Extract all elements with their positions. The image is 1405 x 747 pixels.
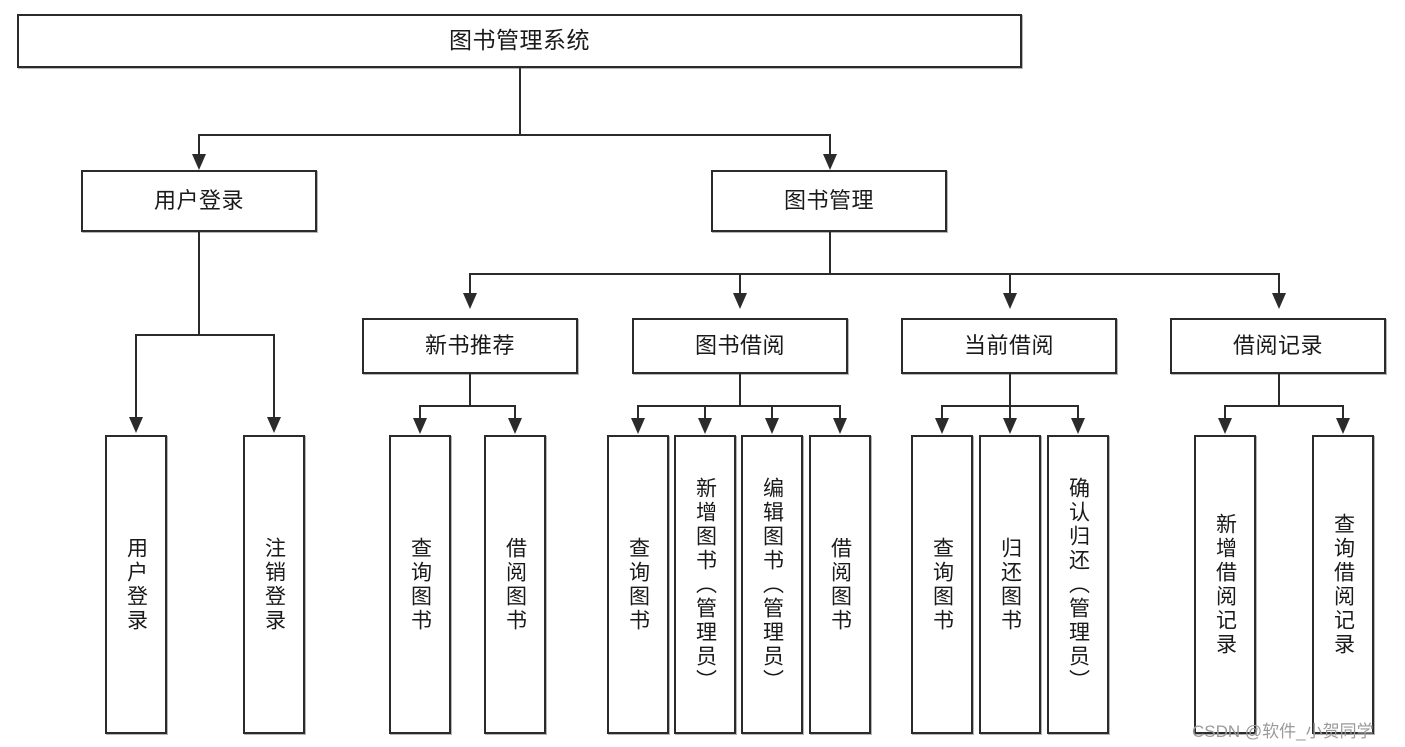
node-label: 用户登录 <box>153 188 244 214</box>
node-label: 图书管理系统 <box>449 27 590 54</box>
leaf-user-login-login[interactable]: 用户登录 <box>105 435 167 734</box>
connector-borrow-leaf-2 <box>704 405 706 419</box>
connector-current-leaf-2 <box>1009 405 1011 419</box>
node-user-login[interactable]: 用户登录 <box>81 170 317 232</box>
leaf-current-query-book[interactable]: 查询图书 <box>911 435 973 734</box>
arrowhead-recommend-leaf-1 <box>413 418 427 434</box>
arrowhead-borrow-leaf-1 <box>631 418 645 434</box>
arrowhead-book-manage-to-recommend <box>463 293 477 309</box>
arrowhead-record-leaf-1 <box>1218 418 1232 434</box>
arrowhead-user-login-leaf-2 <box>267 417 281 433</box>
leaf-current-return-book[interactable]: 归还图书 <box>979 435 1041 734</box>
arrowhead-book-manage-to-borrow <box>733 293 747 309</box>
node-label: 编辑图书（管理员） <box>760 476 784 693</box>
arrowhead-root-to-book-manage <box>823 154 837 170</box>
connector-recommend-stem <box>469 374 471 406</box>
connector-borrow-leaf-4 <box>839 405 841 419</box>
leaf-record-add-record[interactable]: 新增借阅记录 <box>1194 435 1256 734</box>
connector-book-manage-to-borrow <box>739 273 741 294</box>
node-label: 图书借阅 <box>694 333 785 359</box>
leaf-recommend-borrow-book[interactable]: 借阅图书 <box>484 435 546 734</box>
connector-root-stem <box>519 68 521 135</box>
leaf-borrow-edit-book[interactable]: 编辑图书（管理员） <box>741 435 803 734</box>
node-label: 新增图书（管理员） <box>693 476 717 693</box>
node-label: 新增借阅记录 <box>1213 512 1237 657</box>
connector-root-to-book-manage <box>829 134 831 155</box>
connector-book-manage-to-current <box>1009 273 1011 294</box>
connector-record-bar <box>1224 405 1343 407</box>
leaf-user-login-logout[interactable]: 注销登录 <box>243 435 305 734</box>
leaf-borrow-borrow-book[interactable]: 借阅图书 <box>809 435 871 734</box>
connector-user-login-stem <box>198 232 200 335</box>
connector-recommend-bar <box>419 405 516 407</box>
node-borrow-record[interactable]: 借阅记录 <box>1170 318 1386 374</box>
node-label: 注销登录 <box>262 536 286 633</box>
arrowhead-book-manage-to-current <box>1003 293 1017 309</box>
node-label: 查询图书 <box>930 536 954 633</box>
connector-borrow-leaf-3 <box>771 405 773 419</box>
node-label: 图书管理 <box>783 188 874 214</box>
arrowhead-user-login-leaf-1 <box>129 417 143 433</box>
leaf-current-confirm-return[interactable]: 确认归还（管理员） <box>1047 435 1109 734</box>
node-book-manage[interactable]: 图书管理 <box>711 170 947 232</box>
node-label: 查询图书 <box>408 536 432 633</box>
leaf-borrow-add-book[interactable]: 新增图书（管理员） <box>674 435 736 734</box>
arrowhead-current-leaf-3 <box>1071 418 1085 434</box>
node-root-system[interactable]: 图书管理系统 <box>17 14 1022 68</box>
arrowhead-book-manage-to-record <box>1272 293 1286 309</box>
node-book-borrow[interactable]: 图书借阅 <box>632 318 848 374</box>
connector-current-stem <box>1009 374 1011 406</box>
connector-root-bar <box>198 134 830 136</box>
connector-user-login-leaf-1 <box>135 334 137 418</box>
node-label: 查询图书 <box>626 536 650 633</box>
arrowhead-current-leaf-2 <box>1003 418 1017 434</box>
arrowhead-root-to-user-login <box>192 154 206 170</box>
arrowhead-borrow-leaf-2 <box>698 418 712 434</box>
connector-borrow-bar <box>637 405 840 407</box>
connector-record-leaf-1 <box>1224 405 1226 419</box>
connector-book-manage-bar <box>469 273 1279 275</box>
node-label: 借阅图书 <box>828 536 852 633</box>
node-label: 新书推荐 <box>424 333 515 359</box>
connector-root-to-user-login <box>198 134 200 155</box>
node-current-borrow[interactable]: 当前借阅 <box>901 318 1117 374</box>
arrowhead-record-leaf-2 <box>1336 418 1350 434</box>
connector-recommend-leaf-2 <box>514 405 516 419</box>
node-label: 借阅记录 <box>1232 333 1323 359</box>
node-label: 确认归还（管理员） <box>1066 476 1090 693</box>
leaf-record-query-record[interactable]: 查询借阅记录 <box>1312 435 1374 734</box>
node-label: 借阅图书 <box>503 536 527 633</box>
leaf-borrow-query-book[interactable]: 查询图书 <box>607 435 669 734</box>
node-label: 查询借阅记录 <box>1331 512 1355 657</box>
arrowhead-borrow-leaf-3 <box>765 418 779 434</box>
connector-record-stem <box>1278 374 1280 406</box>
connector-book-manage-to-record <box>1278 273 1280 294</box>
node-label: 归还图书 <box>998 536 1022 633</box>
connector-current-leaf-1 <box>941 405 943 419</box>
connector-user-login-bar <box>135 334 273 336</box>
leaf-recommend-query-book[interactable]: 查询图书 <box>389 435 451 734</box>
connector-borrow-stem <box>739 374 741 406</box>
connector-recommend-leaf-1 <box>419 405 421 419</box>
arrowhead-borrow-leaf-4 <box>833 418 847 434</box>
node-label: 当前借阅 <box>963 333 1054 359</box>
connector-current-leaf-3 <box>1077 405 1079 419</box>
connector-record-leaf-2 <box>1342 405 1344 419</box>
arrowhead-current-leaf-1 <box>935 418 949 434</box>
connector-borrow-leaf-1 <box>637 405 639 419</box>
connector-book-manage-stem <box>829 232 831 274</box>
connector-user-login-leaf-2 <box>273 334 275 418</box>
arrowhead-recommend-leaf-2 <box>508 418 522 434</box>
node-label: 用户登录 <box>124 536 148 633</box>
node-new-book-recommend[interactable]: 新书推荐 <box>362 318 578 374</box>
connector-book-manage-to-recommend <box>469 273 471 294</box>
csdn-watermark: CSDN @软件_小贺同学 <box>1192 722 1374 741</box>
